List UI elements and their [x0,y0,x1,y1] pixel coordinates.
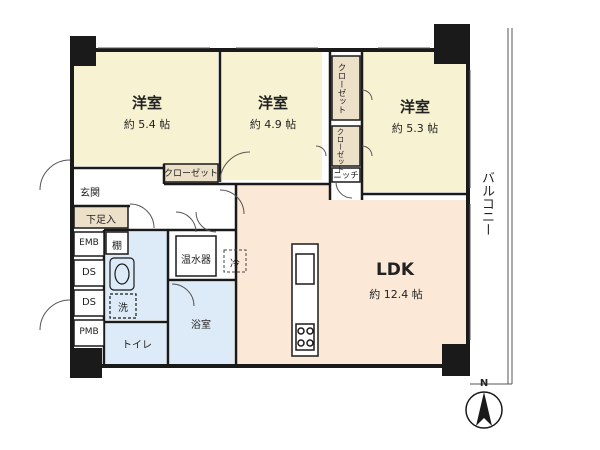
closet-horizontal-label: クローゼット [164,169,219,179]
closet-vertical-2-label: クローゼット [336,128,345,173]
shoe-box-label: 下足入 [86,215,116,226]
kitchen-counter [291,243,319,357]
ds1-label: DS [81,267,97,278]
shoe-box-floor [74,206,128,228]
fridge-label: 冷 [230,259,240,270]
washroom-fixtures [109,257,137,319]
western-room-2-name: 洋室 [257,94,288,112]
balcony [470,28,513,385]
western-room-3-floor [362,52,466,192]
balcony-label: バルコニー [479,170,494,236]
western-room-1-name: 洋室 [131,94,162,112]
western-room-3-size: 約 5.3 帖 [391,122,439,135]
closet-vertical-1-floor [332,56,360,120]
pmb-label: PMB [79,327,99,337]
windows [98,47,471,340]
entrance-label: 玄関 [80,188,100,199]
closet-vertical-1-label: クローゼット [336,62,346,114]
ds2-label: DS [81,297,97,308]
north-compass-icon [465,391,503,429]
western-room-1-size: 約 5.4 帖 [123,118,171,131]
fridge-space [223,249,247,273]
emb-label: EMB [79,238,99,248]
ldk-floor [236,184,466,366]
utility-boxes [73,231,217,347]
north-label: N [479,378,489,389]
toilet-floor [106,324,168,364]
laundry-label: 洗 [118,303,128,314]
niche-label: ニッチ [333,171,359,181]
closet-vertical-2-floor [332,126,360,166]
ldk-size: 約 12.4 帖 [369,288,423,301]
western-room-3-name: 洋室 [399,98,430,116]
niche-floor [332,168,360,182]
bath-floor [170,282,234,364]
closet-outlines [73,55,361,229]
toilet-label: トイレ [122,340,152,351]
ldk-name: LDK [375,260,415,280]
shelf-label: 棚 [112,241,122,252]
structural-columns [70,24,470,378]
doors [39,89,373,331]
water-heater-label: 温水器 [181,255,211,266]
western-room-2-size: 約 4.9 帖 [249,118,297,131]
closet-horizontal-floor [164,164,218,182]
western-room-1-floor [74,52,218,166]
bath-label: 浴室 [191,320,211,331]
western-room-2-floor [222,52,322,180]
